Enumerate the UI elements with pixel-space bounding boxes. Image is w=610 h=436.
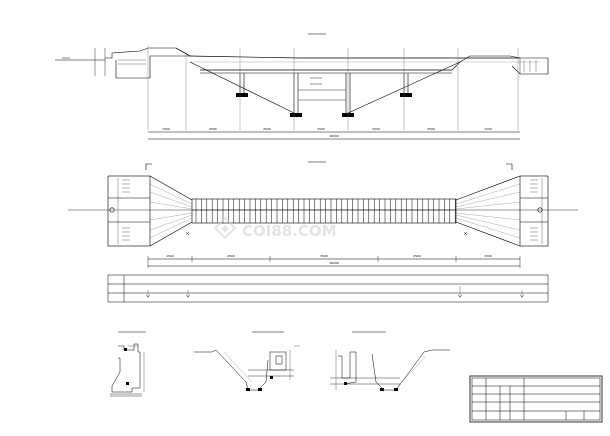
plan-dim-label: 2500: [413, 254, 421, 258]
elevation-dim-label: 2500: [427, 127, 435, 131]
elevation-dim-label: 2500: [317, 127, 325, 131]
title-block: [469, 375, 603, 423]
watermark: COI88.COM: [213, 216, 337, 240]
detail-section-1: [110, 331, 146, 397]
right-slope: [345, 61, 461, 115]
deck-top: [175, 47, 520, 59]
plan-view: [68, 161, 578, 268]
elevation-dim-label: 2500: [263, 127, 271, 131]
elevation-dimension-texts: 1500 2500 2500 2500 2500 2500 1500 16000: [162, 127, 492, 138]
plan-overall-dim: 16000: [329, 261, 339, 265]
elevation-dim-label: 2500: [372, 127, 380, 131]
detail-section-2: [194, 331, 300, 391]
plan-dim-label: 2500: [227, 254, 235, 258]
plan-right-abutment: [519, 175, 549, 247]
plan-dim-label: 1500: [166, 254, 174, 258]
left-abutment: [105, 47, 192, 79]
plan-left-abutment: [107, 175, 151, 247]
elevation-overall-dim: 16000: [329, 134, 339, 138]
plan-dimension-texts: 1500 2500 3500 2500 1500 16000: [166, 254, 492, 265]
detail-section-3: [330, 331, 450, 391]
profile-table: [107, 274, 549, 303]
watermark-text: COI88.COM: [242, 222, 337, 240]
left-slope: [189, 61, 297, 115]
plan-deck: [191, 198, 457, 224]
watermark-logo-icon: [213, 216, 237, 240]
plan-dim-label: 1500: [484, 254, 492, 258]
plan-dim-label: 3500: [320, 254, 328, 258]
elevation-dim-label: 2500: [209, 127, 217, 131]
elevation-dim-label: 1500: [484, 127, 492, 131]
elevation-dim-label: 1500: [162, 127, 170, 131]
elevation-view: [55, 33, 549, 140]
right-abutment: [451, 55, 549, 75]
